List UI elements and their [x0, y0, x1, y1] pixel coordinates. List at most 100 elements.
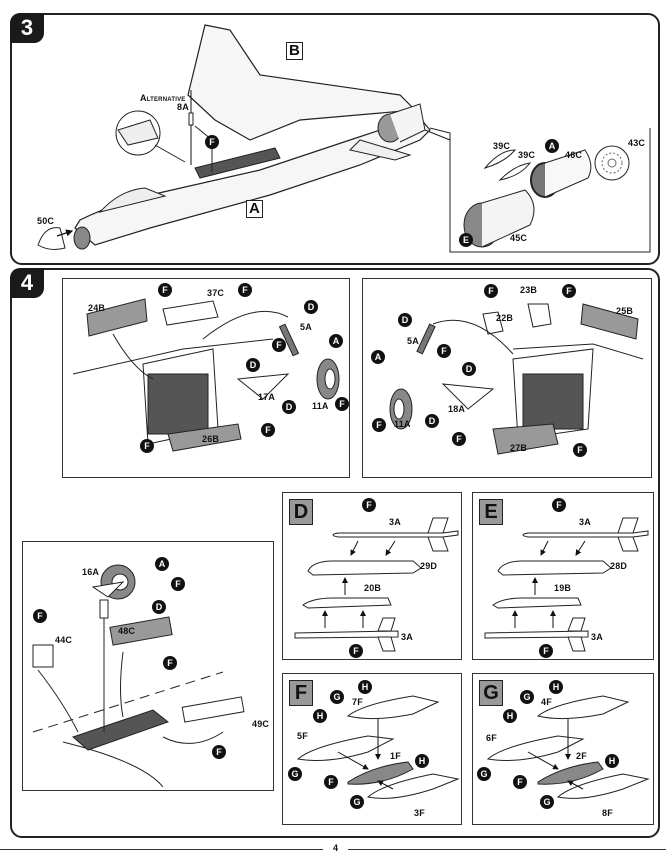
- callout-F: F: [261, 423, 275, 437]
- callout-H: H: [549, 680, 563, 694]
- part-18A-label: 18A: [448, 404, 466, 414]
- panel-left-main-gear: [62, 278, 350, 478]
- panel-variant-E: E: [472, 492, 654, 660]
- part-7F-label: 7F: [352, 697, 363, 707]
- variant-D-drawing: [294, 517, 459, 652]
- panel-nose-gear: [22, 541, 274, 791]
- panel-variant-F: F: [282, 673, 462, 825]
- part-27B-label: 27B: [510, 443, 528, 453]
- callout-D: D: [462, 362, 476, 376]
- part-48C: [109, 616, 173, 646]
- alternative-part-8A: 8A: [177, 102, 189, 112]
- part-26B-label: 26B: [202, 434, 220, 444]
- part-3A-label: 3A: [401, 632, 413, 642]
- part-23B: [527, 303, 552, 328]
- right-gear-drawing: [389, 303, 644, 455]
- callout-F: F: [33, 609, 47, 623]
- part-24B: [86, 298, 148, 337]
- part-3A-label: 3A: [389, 517, 401, 527]
- callout-F: F: [212, 745, 226, 759]
- panel-variant-G: G: [472, 673, 654, 825]
- part-20B-label: 20B: [364, 583, 382, 593]
- gear-well: [72, 709, 170, 751]
- callout-F: F: [205, 135, 219, 149]
- part-4F-label: 4F: [541, 697, 552, 707]
- footer-rule-left: [0, 849, 323, 850]
- part-27B: [492, 423, 559, 455]
- part-16A-label: 16A: [82, 567, 100, 577]
- callout-A: A: [371, 350, 385, 364]
- part-3F-label: 3F: [414, 808, 425, 818]
- part-37C-label: 37C: [207, 288, 225, 298]
- part-5A-label: 5A: [300, 322, 312, 332]
- part-43C-drawing: [594, 145, 630, 181]
- missile-3A-bottom: [294, 630, 399, 639]
- part-50C-label: 50C: [37, 216, 55, 226]
- assembly-A-label: A: [246, 200, 263, 218]
- intake-ring: [73, 226, 91, 250]
- part-44C-label: 44C: [55, 635, 73, 645]
- variant-E-letter: E: [479, 499, 503, 525]
- variant-G-letter: G: [479, 680, 503, 706]
- part-28D-label: 28D: [610, 561, 628, 571]
- callout-F: F: [140, 439, 154, 453]
- callout-F: F: [573, 443, 587, 457]
- part-48C-label: 48C: [118, 626, 136, 636]
- callout-D: D: [398, 313, 412, 327]
- part-26B: [167, 423, 242, 452]
- canopy: [98, 187, 167, 213]
- part-39C-label: 39C: [518, 150, 536, 160]
- bomb-3F: [366, 773, 460, 799]
- callout-F: F: [171, 577, 185, 591]
- callout-G: G: [350, 795, 364, 809]
- part-1F-label: 1F: [390, 751, 401, 761]
- callout-F: F: [437, 344, 451, 358]
- callout-D: D: [282, 400, 296, 414]
- part-49C-label: 49C: [252, 719, 270, 729]
- part-3A-label: 3A: [591, 632, 603, 642]
- part-19B-label: 19B: [554, 583, 572, 593]
- bomb-7F: [346, 695, 440, 720]
- part-22B: [482, 311, 504, 335]
- footer-rule-right: [348, 849, 666, 850]
- part-24B-label: 24B: [88, 303, 106, 313]
- part-25B-label: 25B: [616, 306, 634, 316]
- part-29D-label: 29D: [420, 561, 438, 571]
- part-3A-label: 3A: [579, 517, 591, 527]
- callout-F: F: [562, 284, 576, 298]
- callout-G: G: [288, 767, 302, 781]
- variant-F-letter: F: [289, 680, 313, 706]
- callout-G: G: [330, 690, 344, 704]
- spine-grille: [194, 147, 281, 179]
- variant-G-drawing: [486, 695, 650, 799]
- part-39C-a: [483, 149, 517, 169]
- part-6F-label: 6F: [486, 733, 497, 743]
- variant-E-drawing: [484, 517, 649, 652]
- part-46C-label: 46C: [565, 150, 583, 160]
- callout-F: F: [238, 283, 252, 297]
- part-11A-label: 11A: [394, 419, 411, 429]
- part-17A: [236, 373, 290, 400]
- part-2F-label: 2F: [576, 751, 587, 761]
- callout-H: H: [503, 709, 517, 723]
- callout-F: F: [272, 338, 286, 352]
- callout-D: D: [304, 300, 318, 314]
- missile-3A-top: [332, 530, 459, 538]
- callout-H: H: [415, 754, 429, 768]
- part-49C: [181, 696, 245, 723]
- assembly-B-label: B: [286, 42, 303, 60]
- callout-F: F: [362, 498, 376, 512]
- bomb-4F: [536, 695, 630, 720]
- wing-B: [187, 24, 417, 141]
- nose-cone: [37, 227, 66, 250]
- callout-F: F: [335, 397, 349, 411]
- callout-F: F: [349, 644, 363, 658]
- callout-F: F: [513, 775, 527, 789]
- callout-G: G: [540, 795, 554, 809]
- callout-F: F: [163, 656, 177, 670]
- part-43C-label: 43C: [628, 138, 646, 148]
- page-number: 4: [333, 843, 339, 853]
- callout-E: E: [459, 233, 473, 247]
- variant-F-drawing: [296, 695, 460, 799]
- callout-H: H: [358, 680, 372, 694]
